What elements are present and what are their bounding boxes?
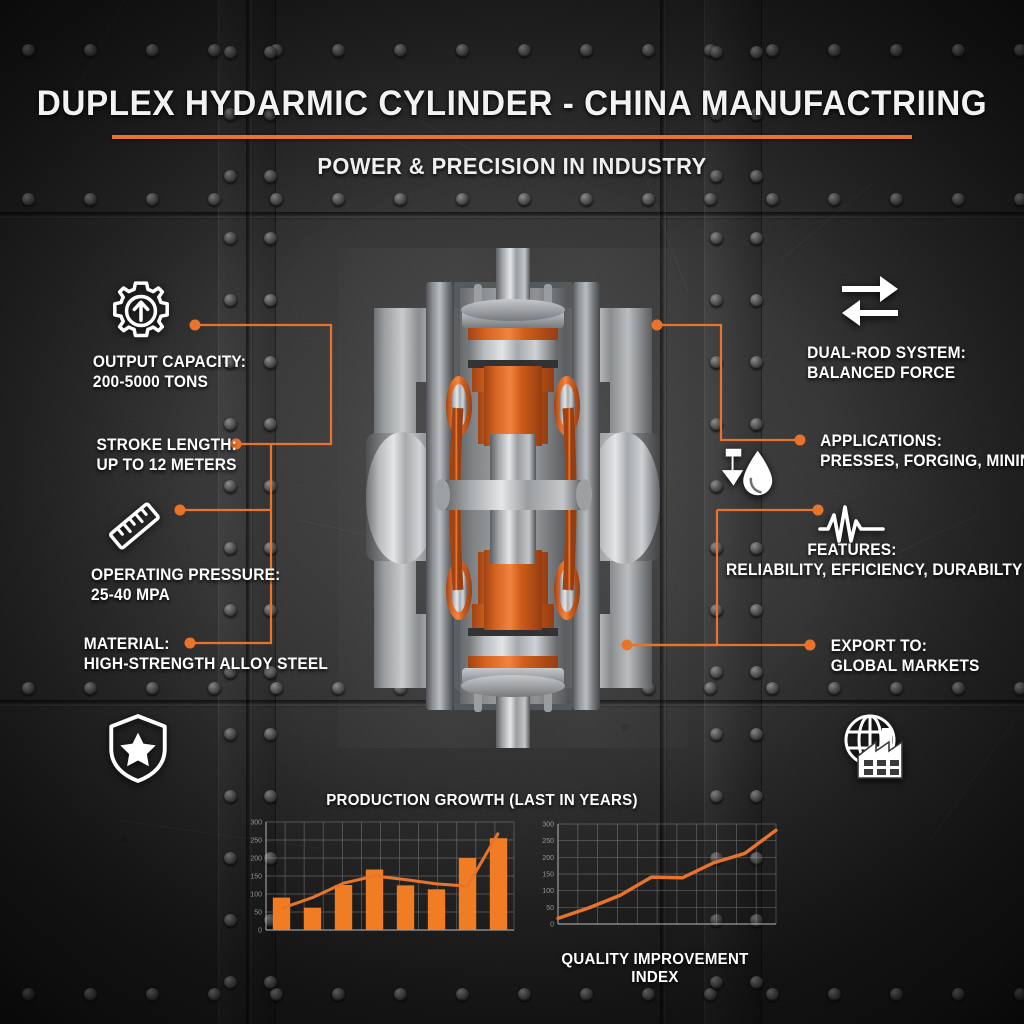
gear-up-arrow-icon <box>108 278 174 349</box>
callout-line-1: DUAL-ROD SYSTEM: <box>807 344 967 362</box>
svg-text:0: 0 <box>550 922 554 929</box>
svg-text:300: 300 <box>542 822 554 829</box>
pulse-wave-icon <box>818 503 890 552</box>
callout-line-2: PRESSES, FORGING, MINING <box>820 452 1024 470</box>
svg-text:300: 300 <box>250 820 262 827</box>
shield-star-icon <box>105 712 171 789</box>
line-chart-canvas: 0 50 100 150 200 250 300 <box>542 822 778 929</box>
callout-applications: APPLICATIONS: PRESSES, FORGING, MINING <box>813 431 1024 471</box>
quality-improvement-chart: 0 50 100 150 200 250 300 QUALITY IMPROVEMENT I… <box>530 818 780 987</box>
callout-line-1: FEATURES: <box>807 541 897 559</box>
product-image <box>338 248 688 748</box>
callout-line-1: OPERATING PRESSURE: <box>91 566 281 584</box>
exchange-arrows-icon <box>838 272 902 337</box>
callout-line-2: 200-5000 TONS <box>92 373 208 391</box>
svg-text:100: 100 <box>250 892 262 899</box>
callout-operating-pressure: OPERATING PRESSURE: 25-40 MPA <box>85 565 287 605</box>
bar-chart-canvas: 0 50 100 150 200 250 300 <box>250 820 515 935</box>
svg-text:250: 250 <box>542 838 554 845</box>
callout-dual-rod-system: DUAL-ROD SYSTEM: BALANCED FORCE <box>802 343 971 383</box>
callout-line-1: MATERIAL: <box>83 635 170 653</box>
callout-line-1: EXPORT TO: <box>830 637 928 655</box>
chart-title-quality: QUALITY IMPROVEMENT INDEX <box>561 951 749 986</box>
droplet-down-arrow-icon <box>718 443 780 508</box>
svg-text:100: 100 <box>542 888 554 895</box>
production-growth-chart: PRODUCTION GROWTH (LAST IN YEARS) 0 50 100… <box>240 792 637 951</box>
page-subtitle: POWER & PRECISION IN INDUSTRY <box>317 153 707 179</box>
title-divider <box>112 135 912 139</box>
callout-output-capacity: OUTPUT CAPACITY: 200-5000 TONS <box>88 352 251 392</box>
callout-line-1: OUTPUT CAPACITY: <box>92 353 247 371</box>
callout-features: FEATURES: RELIABILITY, EFFICIENCY, DURAB… <box>718 540 1023 580</box>
svg-text:50: 50 <box>254 910 262 917</box>
callout-stroke-length: STROKE LENGTH: UP TO 12 METERS <box>92 435 241 475</box>
callout-material: MATERIAL: HIGH-STRENGTH ALLOY STEEL <box>76 634 336 674</box>
ruler-icon <box>103 498 165 561</box>
callout-line-1: STROKE LENGTH: <box>96 436 237 454</box>
svg-text:250: 250 <box>250 838 262 845</box>
svg-text:200: 200 <box>250 856 262 863</box>
callout-line-2: RELIABILITY, EFFICIENCY, DURABILTY <box>726 561 1023 579</box>
callout-line-1: APPLICATIONS: <box>820 432 943 450</box>
chart-title-production: PRODUCTION GROWTH (LAST IN YEARS) <box>326 792 638 809</box>
svg-text:150: 150 <box>250 874 262 881</box>
page-title: DUPLEX HYDARMIC CYLINDER - CHINA MANUFAC… <box>36 84 988 123</box>
globe-factory-icon <box>840 712 912 787</box>
svg-text:0: 0 <box>258 928 262 935</box>
callout-line-2: BALANCED FORCE <box>807 364 956 382</box>
callout-line-2: UP TO 12 METERS <box>96 456 237 474</box>
svg-text:50: 50 <box>546 905 554 912</box>
callout-line-2: HIGH-STRENGTH ALLOY STEEL <box>83 655 329 673</box>
svg-text:150: 150 <box>542 872 554 879</box>
header: DUPLEX HYDARMIC CYLINDER - CHINA MANUFAC… <box>0 84 1024 180</box>
callout-line-2: 25-40 MPA <box>91 586 171 604</box>
callout-line-2: GLOBAL MARKETS <box>830 657 980 675</box>
callout-export-to: EXPORT TO: GLOBAL MARKETS <box>826 636 984 676</box>
svg-text:200: 200 <box>542 855 554 862</box>
